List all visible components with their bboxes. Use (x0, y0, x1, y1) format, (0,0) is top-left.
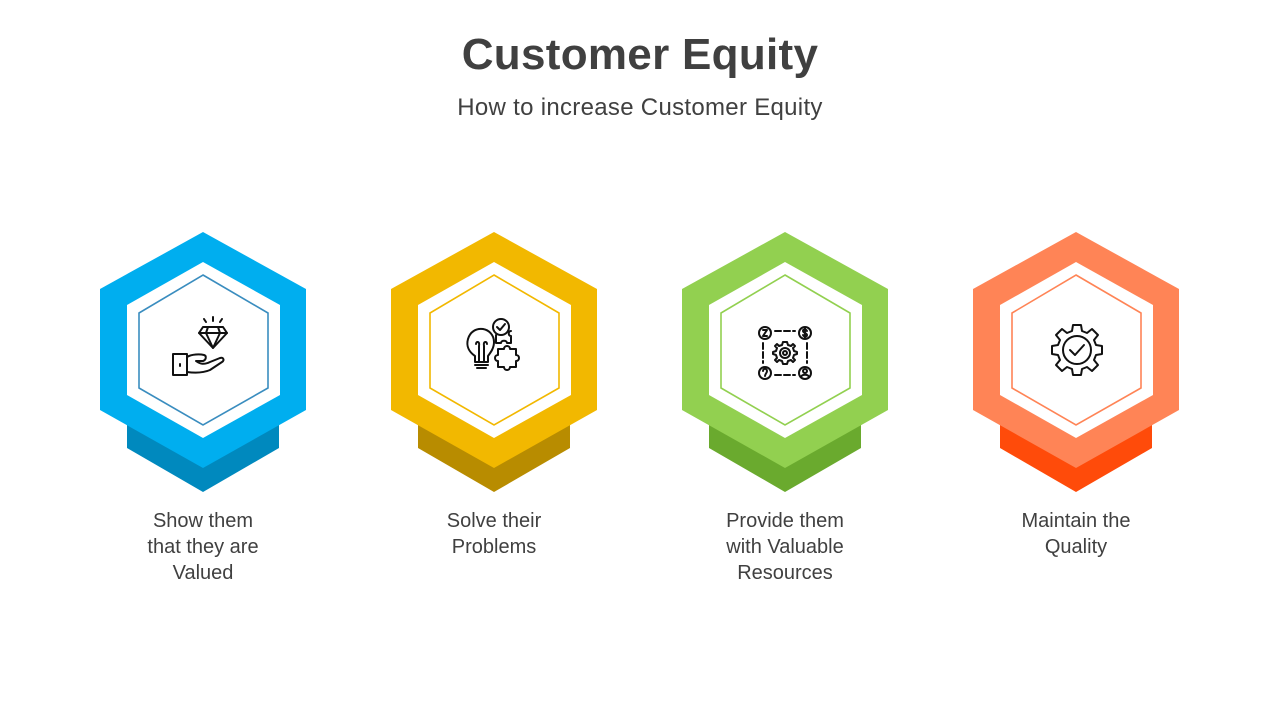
step-label: Show them that they are Valued (147, 510, 259, 584)
page-subtitle: How to increase Customer Equity (457, 94, 823, 121)
hexagon-badge (391, 232, 597, 492)
hexagon-badge (100, 232, 306, 492)
page-title: Customer Equity (461, 30, 819, 79)
resources-network-icon (758, 326, 812, 380)
gear-check-icon (1051, 324, 1103, 376)
hexagon-badge (973, 232, 1179, 492)
step-card-3: Provide them with Valuable Resources (682, 228, 912, 598)
step-card-1: Show them that they are Valued (100, 228, 330, 598)
step-card-4: Maintain the Quality (973, 228, 1203, 598)
step-label: Provide them with Valuable Resources (726, 510, 844, 584)
step-label: Maintain the Quality (1021, 510, 1131, 558)
bulb-puzzle-icon (466, 318, 520, 371)
hand-diamond-icon (172, 316, 228, 376)
step-card-2: Solve their Problems (391, 228, 621, 598)
step-label: Solve their Problems (446, 510, 542, 558)
